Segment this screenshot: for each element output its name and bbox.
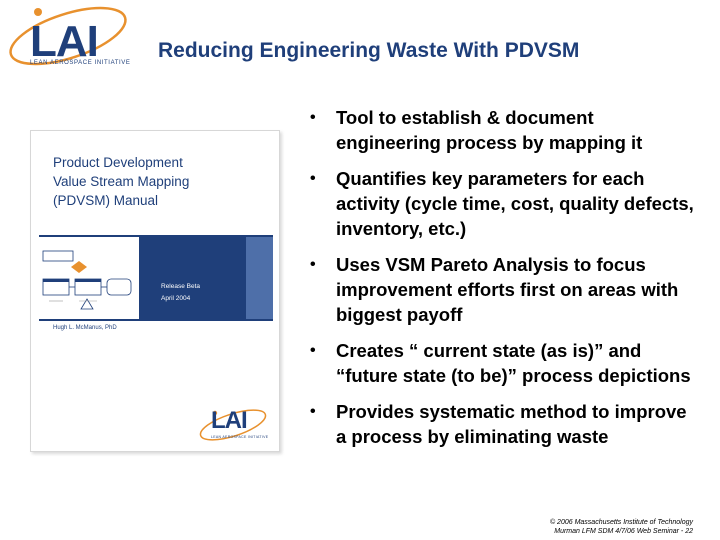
manual-title-line: (PDVSM) Manual [53, 193, 159, 208]
bullet-dot-icon: • [310, 342, 316, 359]
bullet-dot-icon: • [310, 170, 316, 187]
bullet-dot-icon: • [310, 403, 316, 420]
logo-text: LAI [30, 17, 99, 66]
manual-logo-subtitle: LEAN AEROSPACE INITIATIVE [211, 435, 269, 439]
bullet-text: Tool to establish & document engineering… [336, 107, 643, 153]
bullet-item: • Tool to establish & document engineerin… [308, 105, 700, 155]
cover-rule-bottom [39, 319, 273, 321]
manual-cover-image: Product Development Value Stream Mapping… [30, 130, 280, 452]
bullet-item: • Uses VSM Pareto Analysis to focus impro… [308, 252, 700, 327]
bullet-dot-icon: • [310, 109, 316, 126]
seminar-info-text: Murman LFM SDM 4/7/06 Web Seminar - 22 [554, 528, 693, 535]
bullet-text: Provides systematic method to improve a … [336, 401, 687, 447]
logo-subtitle: LEAN AEROSPACE INITIATIVE [30, 60, 131, 66]
bullet-text: Quantifies key parameters for each activ… [336, 168, 694, 239]
bullet-list: • Tool to establish & document engineerin… [308, 105, 700, 460]
manual-title-line: Product Development [53, 155, 183, 170]
bullet-dot-icon: • [310, 256, 316, 273]
lai-logo: LAI LEAN AEROSPACE INITIATIVE [0, 0, 138, 74]
bullet-item: • Creates “ current state (as is)” and “f… [308, 338, 700, 388]
process-map-diagram-icon [42, 250, 132, 310]
slide-footer: © 2006 Massachusetts Institute of Techno… [550, 518, 693, 536]
bullet-text: Creates “ current state (as is)” and “fu… [336, 340, 691, 386]
manual-release: Release Beta [161, 283, 201, 290]
logo-orbit-icon [9, 6, 127, 66]
manual-author: Hugh L. McManus, PhD [53, 325, 117, 331]
manual-lai-logo: LAI LEAN AEROSPACE INITIATIVE [193, 407, 273, 447]
manual-logo-text: LAI [211, 407, 248, 434]
manual-date: April 2004 [161, 295, 191, 302]
cover-rule [39, 235, 273, 237]
manual-title-line: Value Stream Mapping [53, 174, 190, 189]
mini-logo-orbit-icon [199, 409, 267, 441]
bullet-item: • Quantifies key parameters for each acti… [308, 166, 700, 241]
manual-title: Product Development Value Stream Mapping… [53, 153, 263, 210]
bullet-item: • Provides systematic method to improve a… [308, 399, 700, 449]
cover-band-accent [246, 237, 273, 319]
copyright-text: © 2006 Massachusetts Institute of Techno… [549, 519, 693, 526]
bullet-text: Uses VSM Pareto Analysis to focus improv… [336, 254, 679, 325]
slide-title: Reducing Engineering Waste With PDVSM [158, 39, 580, 62]
